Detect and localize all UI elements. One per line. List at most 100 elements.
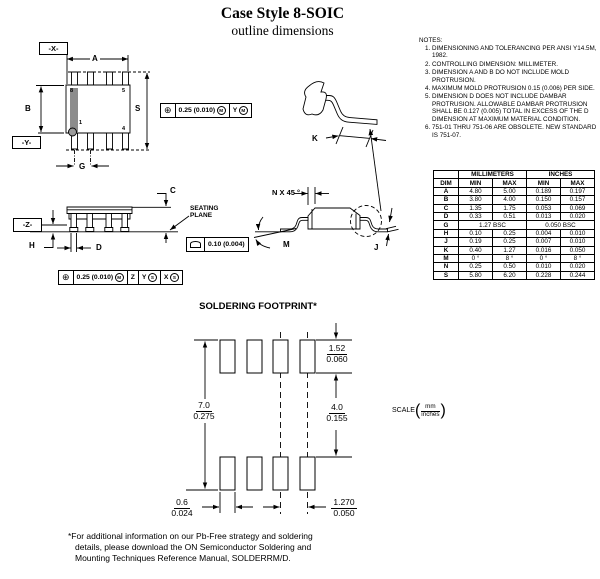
footprint-dim-pad-pitch: 1.270 0.050 <box>324 497 364 518</box>
table-corner-cell <box>433 169 459 180</box>
dim-value: 8 ° <box>492 253 527 264</box>
dim-letter: C <box>433 203 459 213</box>
dim-value: 0.25 <box>492 237 527 247</box>
tolerance-value: 0.25 (0.010) <box>76 274 114 281</box>
material-modifier-m: M <box>216 106 226 115</box>
position-symbol: ⊕ <box>59 271 74 284</box>
col-group-inches: INCHES <box>526 169 595 180</box>
footprint-dim-pad-width: 0.6 0.024 <box>162 497 202 518</box>
dim-value: 6.20 <box>492 270 527 281</box>
datum-reference-cell: Y S <box>139 271 161 284</box>
dim-label-c: C <box>170 186 176 195</box>
dim-mm: 7.0 <box>196 400 212 412</box>
datum-reference-cell: Z <box>128 271 139 284</box>
datum-x-box: -X- <box>39 42 68 55</box>
package-body-end-view <box>308 208 360 229</box>
feature-control-frame-top: ⊕ 0.25 (0.010) M Y M <box>160 103 252 118</box>
col-header-max: MAX <box>492 178 527 188</box>
scale-note: SCALE ( mm inches ) <box>392 403 446 419</box>
datum-reference: Y <box>232 107 238 114</box>
scale-mm: mm <box>421 403 440 412</box>
col-group-millimeters: MILLIMETERS <box>458 169 527 180</box>
pin-number-4: 4 <box>122 126 126 132</box>
pin-number-1: 1 <box>79 120 83 126</box>
dim-mm: 1.52 <box>326 343 348 355</box>
material-modifier-s: S <box>169 273 179 282</box>
magnified-lead <box>318 96 377 125</box>
dim-value: 0.228 <box>526 270 561 281</box>
datum-reference-cell: Y M <box>230 104 251 117</box>
dim-label-m: M <box>283 240 290 249</box>
dim-value: 0 ° <box>526 253 561 264</box>
dim-value: 0.19 <box>458 237 493 247</box>
footprint-dim-row-gap: 4.0 0.155 <box>318 402 356 423</box>
dim-value-span: 0.050 BSC <box>526 220 595 230</box>
pin1-indicator-dot <box>69 128 77 136</box>
dim-label-k: K <box>312 134 318 143</box>
dim-letter: M <box>433 253 459 264</box>
dim-value: 4.80 <box>458 186 493 197</box>
dim-value: 0 ° <box>458 253 493 264</box>
notes-block: NOTES: DIMENSIONING AND TOLERANCING PER … <box>419 37 599 140</box>
dim-value: 0.50 <box>492 262 527 272</box>
side-view <box>30 194 189 253</box>
dim-label-g: G <box>77 161 88 171</box>
dim-value: 1.27 <box>492 245 527 255</box>
notes-heading: NOTES: <box>419 37 443 44</box>
dim-value: 0.053 <box>526 203 561 213</box>
footprint-dim-row-span: 7.0 0.275 <box>182 400 226 421</box>
dim-label-d: D <box>96 243 102 252</box>
detail-callout-circle <box>351 206 382 237</box>
dim-letter: J <box>433 237 459 247</box>
pad <box>300 340 315 373</box>
pad <box>247 457 262 490</box>
datum-y-box: -Y- <box>12 136 41 149</box>
dim-value-span: 1.27 BSC <box>458 220 527 230</box>
seating-plane-label: SEATING PLANE <box>190 205 219 219</box>
dim-letter: K <box>433 245 459 255</box>
dim-value: 0.189 <box>526 186 561 197</box>
dim-value: 0.016 <box>526 245 561 255</box>
dim-value: 0.157 <box>560 195 595 205</box>
col-header-dim: DIM <box>433 178 459 188</box>
dim-mm: 0.6 <box>174 497 190 509</box>
dim-value: 5.00 <box>492 186 527 197</box>
dim-mm: 1.270 <box>331 497 357 509</box>
dim-inches: 0.060 <box>326 353 348 364</box>
datum-reference: X <box>163 274 169 281</box>
material-modifier-m: M <box>114 273 124 282</box>
footer-line: *For additional information on our Pb-Fr… <box>68 531 313 541</box>
dim-value: 1.35 <box>458 203 493 213</box>
dim-value: 0.050 <box>560 245 595 255</box>
dim-value: 0.013 <box>526 211 561 222</box>
dim-letter: N <box>433 262 459 272</box>
tolerance-cell: 0.25 (0.010) M <box>176 104 230 117</box>
dim-value: 0.020 <box>560 211 595 222</box>
datum-z-box: -Z- <box>13 218 42 232</box>
open-paren: ( <box>414 402 421 419</box>
tolerance-cell: 0.25 (0.010) M <box>74 271 128 284</box>
dim-letter: A <box>433 186 459 197</box>
dim-value: 0.069 <box>560 203 595 213</box>
dim-label-h: H <box>29 241 35 250</box>
pad <box>247 340 262 373</box>
dim-value: 0.197 <box>560 186 595 197</box>
note-item: DIMENSION D DOES NOT INCLUDE DAMBAR PROT… <box>432 93 599 124</box>
footer-line: details, please download the ON Semicond… <box>75 541 312 552</box>
pad <box>273 457 288 490</box>
dim-mm: 4.0 <box>329 402 345 414</box>
dim-letter: H <box>433 228 459 239</box>
dim-value: 1.75 <box>492 203 527 213</box>
dim-label-j: J <box>374 243 379 252</box>
page-title: Case Style 8-SOIC <box>220 5 345 22</box>
end-view <box>254 129 399 248</box>
